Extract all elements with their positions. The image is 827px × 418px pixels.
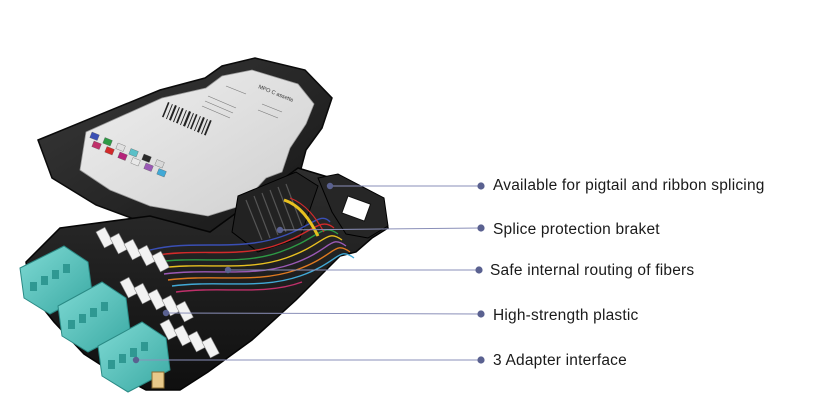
callout-label-adapter-interface: 3 Adapter interface: [493, 352, 627, 369]
leader-line: [165, 312, 482, 315]
adapter-dust-cap: [151, 371, 165, 389]
callout-label-high-strength-plastic: High-strength plastic: [493, 307, 639, 324]
color-swatch: [130, 157, 141, 167]
color-swatch: [91, 140, 102, 150]
adapter-block-2: [57, 281, 131, 353]
color-swatch: [115, 142, 126, 152]
callout-label-safe-internal-routing: Safe internal routing of fibers: [490, 262, 695, 279]
barcode-graphic: [162, 102, 212, 136]
adapter-block-3: [97, 321, 171, 393]
leader-dot: [326, 182, 334, 190]
color-swatch: [104, 146, 115, 156]
leader-line: [279, 227, 482, 231]
leader-dot: [477, 224, 485, 232]
leader-dot: [475, 266, 483, 274]
color-swatch: [143, 162, 154, 172]
internal-fiber-routing: [149, 197, 355, 293]
callout-label-splice-protection-bracket: Splice protection braket: [493, 221, 660, 238]
callout-label-pigtail-ribbon-splicing: Available for pigtail and ribbon splicin…: [493, 177, 765, 194]
leader-dot: [477, 310, 485, 318]
color-swatch: [117, 151, 128, 161]
lid-label-sheet: [79, 69, 315, 217]
leader-dot: [477, 182, 485, 190]
color-swatch: [154, 159, 165, 169]
callout-leaders: [132, 182, 485, 364]
adapter-interface: [19, 245, 171, 393]
leader-dot: [276, 226, 284, 234]
color-swatch: [141, 153, 152, 163]
color-swatch: [102, 137, 113, 147]
connector-boots: [95, 226, 220, 359]
fiber-color-chart: [89, 131, 167, 178]
color-swatch: [89, 131, 100, 141]
lid-label-text-lines: [201, 85, 283, 119]
leader-dot: [162, 309, 170, 317]
leader-dot: [477, 356, 485, 364]
color-swatch: [156, 168, 167, 178]
color-swatch: [128, 148, 139, 158]
splice-protection-bracket: [231, 171, 319, 253]
leader-dot: [224, 266, 232, 274]
leader-dot: [132, 356, 140, 364]
